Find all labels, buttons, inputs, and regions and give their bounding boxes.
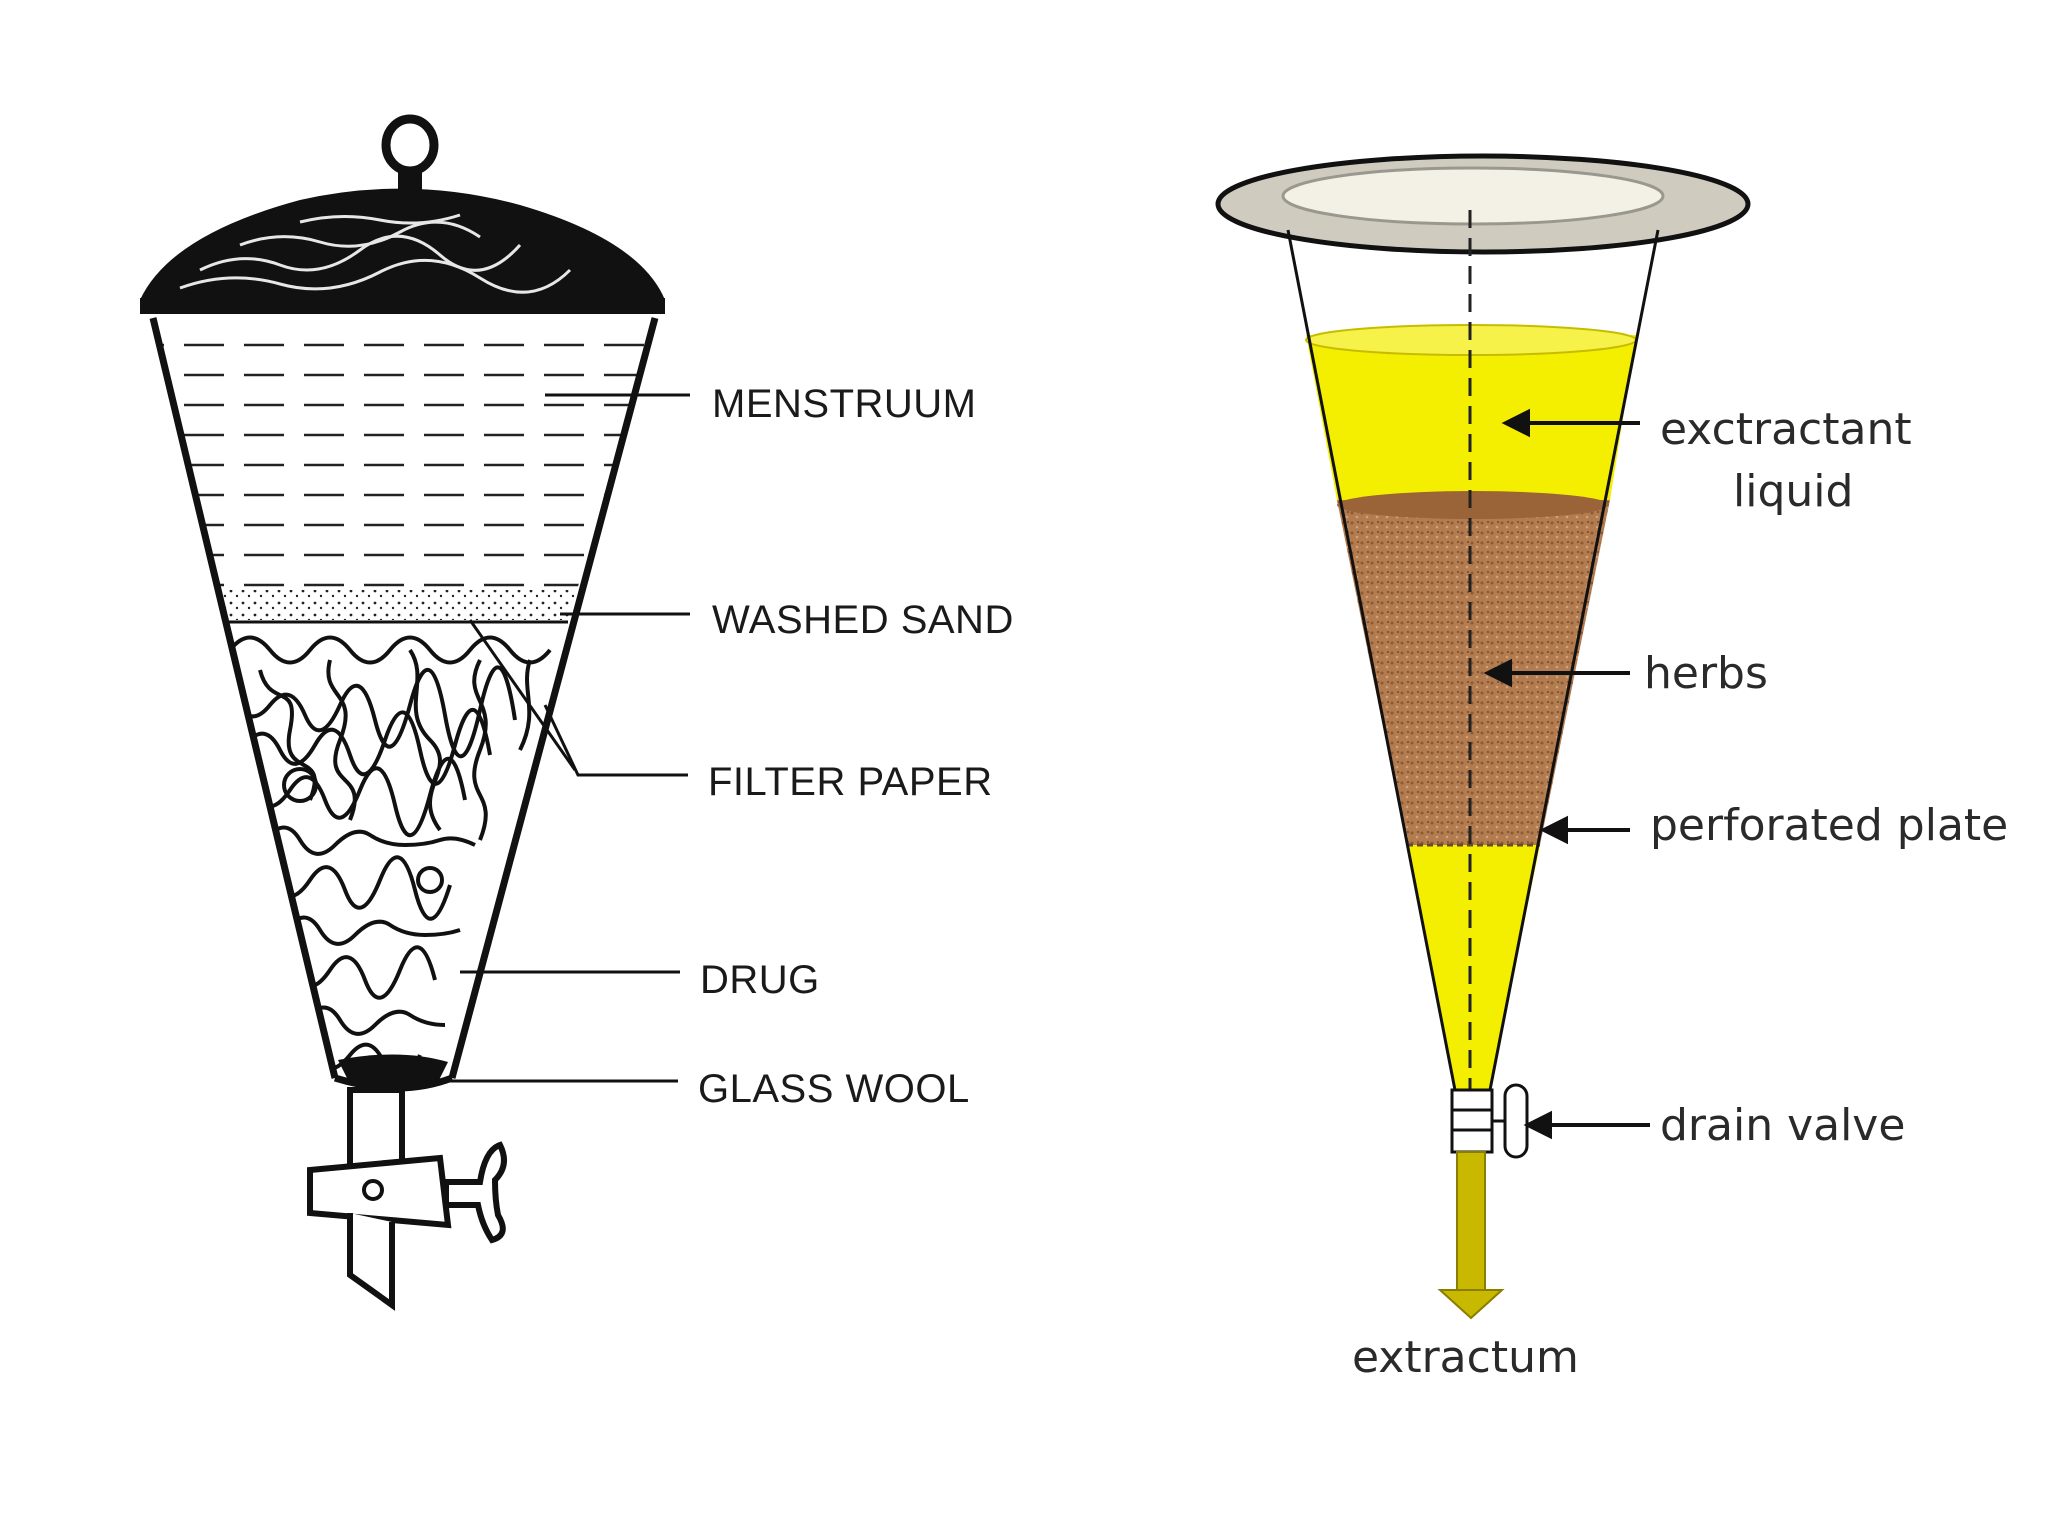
valve-body bbox=[1450, 1088, 1494, 1154]
leader-filter-paper bbox=[543, 704, 688, 777]
outflow-arrowhead bbox=[1437, 1289, 1505, 1320]
herbs-layer bbox=[1337, 500, 1610, 845]
label-extractant-line1: exctractant bbox=[1660, 404, 1912, 455]
hanging-ring bbox=[381, 114, 439, 176]
right-percolator: exctractant liquid herbs perforated plat… bbox=[1215, 153, 2008, 1383]
drain-valve-knob bbox=[1503, 1083, 1529, 1159]
ring-neck bbox=[398, 170, 422, 192]
lid-band bbox=[140, 298, 665, 314]
label-drain-valve: drain valve bbox=[1660, 1100, 1905, 1151]
label-drug: DRUG bbox=[700, 958, 820, 1002]
label-herbs: herbs bbox=[1644, 648, 1768, 699]
stopcock-handle bbox=[443, 1141, 507, 1244]
washed-sand-layer bbox=[215, 590, 577, 620]
vessel-outline bbox=[149, 317, 659, 1079]
left-percolator: MENSTRUUM WASHED SAND FILTER PAPER DRUG … bbox=[140, 114, 1014, 1311]
funnel-opening bbox=[1281, 166, 1665, 226]
outflow-stream bbox=[1456, 1151, 1486, 1293]
label-glass-wool: GLASS WOOL bbox=[698, 1067, 970, 1111]
lower-tube bbox=[347, 1213, 395, 1311]
label-filter-paper: FILTER PAPER bbox=[708, 760, 993, 804]
lower-liquid bbox=[1407, 845, 1540, 1090]
label-menstruum: MENSTRUUM bbox=[712, 382, 976, 426]
label-perforated-plate: perforated plate bbox=[1650, 800, 2008, 851]
label-extractant-line2: liquid bbox=[1733, 466, 1853, 517]
percolator-lid bbox=[140, 188, 665, 300]
label-washed-sand: WASHED SAND bbox=[712, 598, 1014, 642]
glass-wool bbox=[338, 1054, 448, 1088]
menstruum-liquid bbox=[153, 318, 655, 590]
label-extractum: extractum bbox=[1352, 1332, 1579, 1383]
drug-layer bbox=[228, 635, 552, 1078]
filter-paper-edge bbox=[468, 619, 577, 771]
